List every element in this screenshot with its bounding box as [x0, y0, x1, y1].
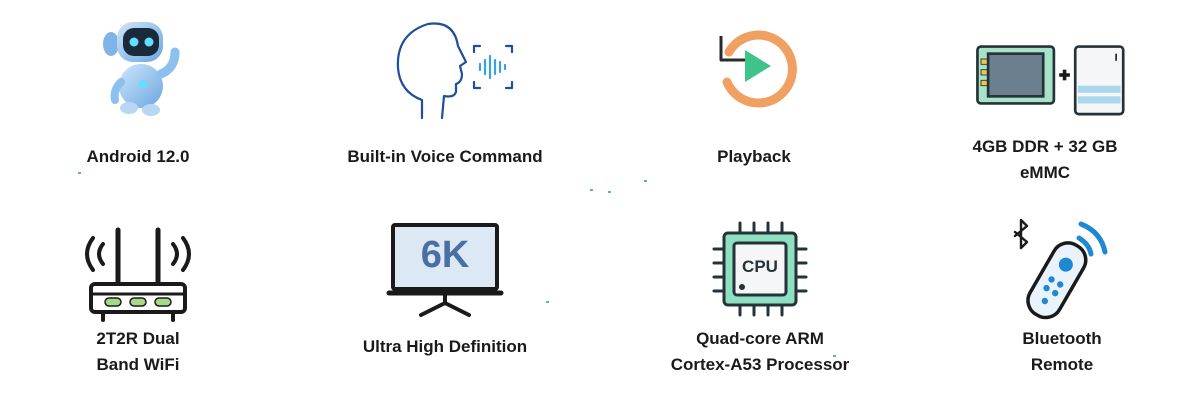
feature-playback: Playback — [624, 12, 884, 170]
feature-label: Quad-core ARM Cortex-A53 Processor — [671, 326, 850, 378]
playback-icon — [674, 12, 834, 122]
memory-chip-icon — [965, 12, 1125, 122]
decorative-speck — [546, 301, 549, 303]
monitor-icon: 6K — [365, 214, 525, 324]
decorative-speck — [833, 355, 836, 357]
cpu-chip: CPU — [710, 219, 810, 319]
robot-icon — [58, 12, 218, 122]
feature-label-line: Ultra High Definition — [362, 337, 528, 356]
feature-label: Ultra High Definition — [363, 334, 527, 360]
feature-label-line: 2T2R Dual — [96, 329, 180, 348]
cpu-chip-text: CPU — [742, 257, 778, 276]
feature-label: Playback — [717, 144, 791, 170]
feature-label: Built-in Voice Command — [347, 144, 542, 170]
feature-android: Android 12.0 — [8, 12, 268, 170]
feature-storage: 4GB DDR + 32 GB eMMC — [915, 12, 1175, 186]
feature-label-line: eMMC — [1019, 163, 1071, 182]
router-icon — [58, 214, 218, 324]
feature-label: 4GB DDR + 32 GB eMMC — [972, 134, 1117, 186]
feature-display: 6K Ultra High Definition — [315, 214, 575, 360]
feature-label: 2T2R Dual Band WiFi — [96, 326, 179, 378]
feature-bluetooth-remote: Bluetooth Remote — [932, 214, 1192, 378]
feature-label-line: Cortex-A53 Processor — [670, 355, 850, 374]
cpu-chip-icon: CPU — [680, 214, 840, 324]
feature-label-line: 4GB DDR + 32 GB — [972, 137, 1118, 156]
decorative-speck — [78, 172, 81, 174]
feature-label-line: Built-in Voice Command — [347, 147, 543, 166]
voice-command-icon — [365, 12, 525, 122]
feature-label-line: Quad-core ARM — [696, 329, 824, 348]
feature-label-line: Remote — [1030, 355, 1094, 374]
feature-wifi: 2T2R Dual Band WiFi — [8, 214, 268, 378]
decorative-speck — [644, 180, 647, 182]
feature-label: Android 12.0 — [87, 144, 190, 170]
feature-label-line: Android 12.0 — [86, 147, 190, 166]
decorative-speck — [590, 189, 593, 191]
feature-label-line: Band WiFi — [96, 355, 180, 374]
feature-label-line: Bluetooth — [1022, 329, 1102, 348]
decorative-speck — [608, 191, 611, 193]
feature-label: Bluetooth Remote — [1022, 326, 1101, 378]
monitor: 6K — [385, 219, 505, 319]
bluetooth-remote-icon — [982, 214, 1142, 324]
feature-label-line: Playback — [717, 147, 791, 166]
feature-voice-command: Built-in Voice Command — [315, 12, 575, 170]
feature-cpu: CPU Quad-core ARM Cortex-A53 Processor — [630, 214, 890, 378]
monitor-screen-text: 6K — [420, 234, 470, 276]
